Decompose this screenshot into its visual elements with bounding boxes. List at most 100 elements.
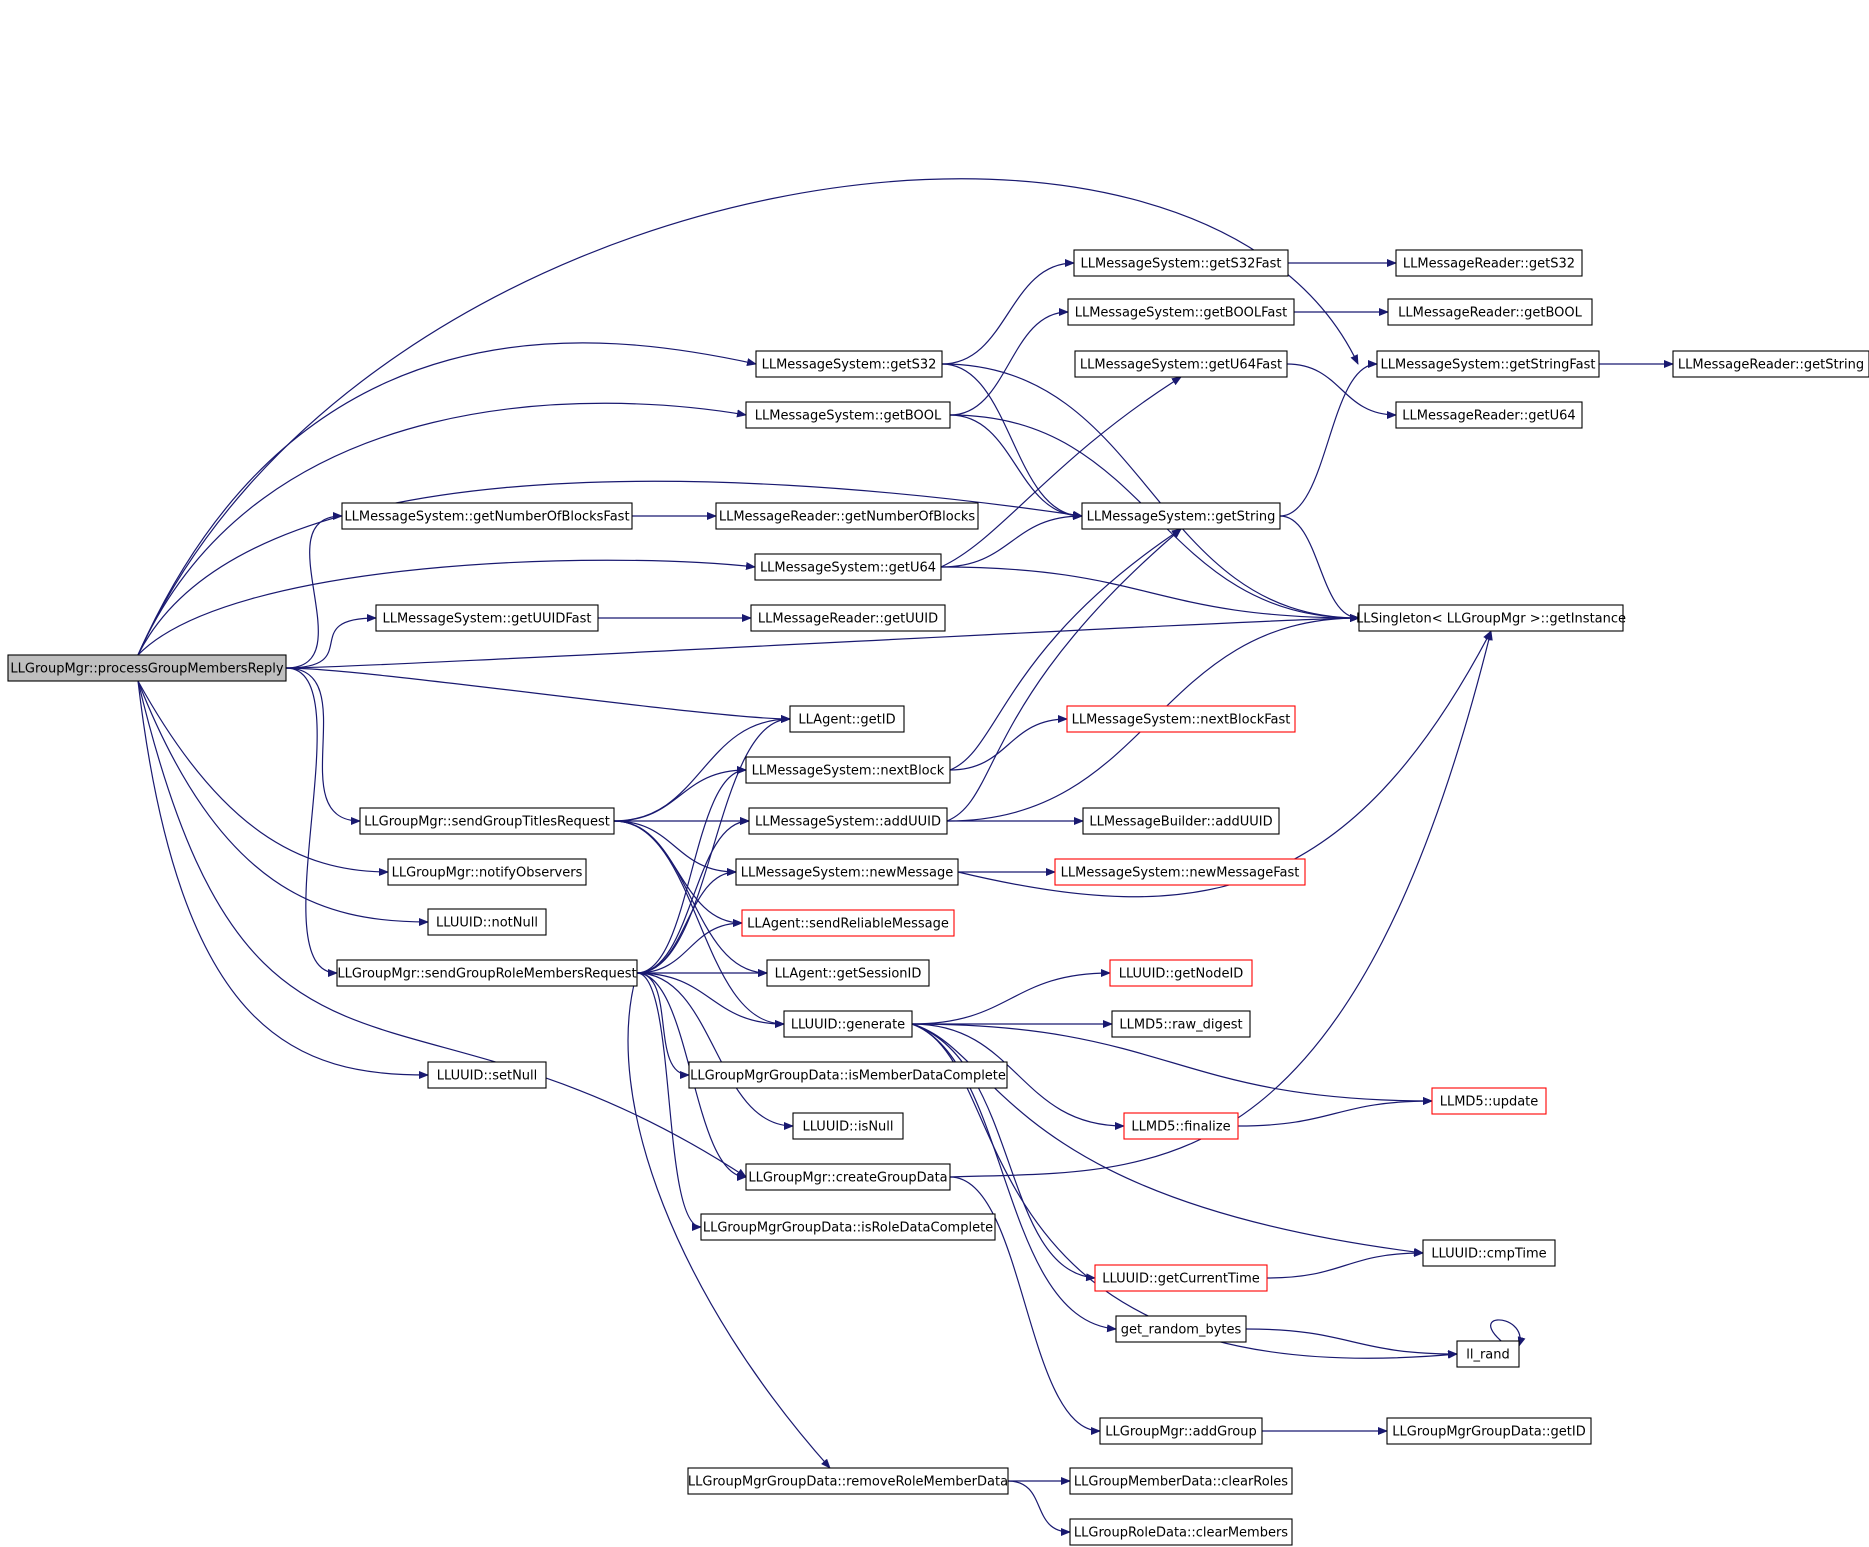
edge-sendGroupRoleMembersRequest-to-nextBlock bbox=[636, 766, 747, 974]
node-getStringFast[interactable]: LLMessageSystem::getStringFast bbox=[1376, 350, 1600, 378]
node-box bbox=[1094, 1264, 1268, 1292]
node-addGroup[interactable]: LLGroupMgr::addGroup bbox=[1099, 1417, 1263, 1445]
node-box bbox=[741, 909, 955, 937]
node-label: LLGroupMgrGroupData::getID bbox=[1392, 1425, 1585, 1440]
node-sendReliableMessage[interactable]: LLAgent::sendReliableMessage bbox=[741, 909, 955, 937]
node-label: LLGroupMgr::createGroupData bbox=[748, 1171, 947, 1186]
node-label: LLMessageSystem::getBOOLFast bbox=[1075, 306, 1288, 321]
node-getSessionID[interactable]: LLAgent::getSessionID bbox=[766, 959, 930, 987]
node-newMessage[interactable]: LLMessageSystem::newMessage bbox=[735, 858, 959, 886]
node-clearMembers[interactable]: LLGroupRoleData::clearMembers bbox=[1069, 1518, 1293, 1546]
node-nextBlock[interactable]: LLMessageSystem::nextBlock bbox=[745, 756, 951, 784]
node-isNull[interactable]: LLUUID::isNull bbox=[792, 1112, 904, 1140]
node-box bbox=[1074, 350, 1288, 378]
node-getString[interactable]: LLMessageSystem::getString bbox=[1081, 502, 1281, 530]
node-getNodeID[interactable]: LLUUID::getNodeID bbox=[1109, 959, 1253, 987]
node-getCurrentTime[interactable]: LLUUID::getCurrentTime bbox=[1094, 1264, 1268, 1292]
node-box bbox=[1069, 1467, 1293, 1495]
node-label: LLMessageReader::getU64 bbox=[1402, 409, 1575, 424]
node-notifyObservers[interactable]: LLGroupMgr::notifyObservers bbox=[387, 858, 587, 886]
node-box bbox=[1395, 249, 1583, 277]
node-createGroupData[interactable]: LLGroupMgr::createGroupData bbox=[745, 1163, 951, 1191]
edge-root-to-agentGetID bbox=[285, 667, 791, 723]
node-box bbox=[754, 553, 942, 581]
node-getU64[interactable]: LLMessageSystem::getU64 bbox=[754, 553, 942, 581]
node-sendGroupRoleMembersRequest[interactable]: LLGroupMgr::sendGroupRoleMembersRequest bbox=[336, 959, 638, 987]
node-setNull[interactable]: LLUUID::setNull bbox=[427, 1061, 547, 1089]
node-label: LLMessageSystem::getU64 bbox=[760, 561, 936, 576]
edge-generate-to-getCurrentTime bbox=[911, 1023, 1096, 1282]
node-getRandomBytes[interactable]: get_random_bytes bbox=[1115, 1315, 1247, 1343]
edge-sendGroupRoleMembersRequest-to-isNull bbox=[636, 972, 794, 1130]
node-getU64Fast[interactable]: LLMessageSystem::getU64Fast bbox=[1074, 350, 1288, 378]
edge-sendGroupTitlesRequest-to-nextBlock bbox=[613, 766, 747, 822]
node-readerGetString[interactable]: LLMessageReader::getString bbox=[1672, 350, 1869, 378]
node-notNull[interactable]: LLUUID::notNull bbox=[427, 908, 547, 936]
edge-generate-to-getNodeID bbox=[911, 969, 1111, 1025]
edge-root-to-getString bbox=[137, 480, 1083, 656]
node-newMessageFast[interactable]: LLMessageSystem::newMessageFast bbox=[1054, 858, 1306, 886]
node-agentGetID[interactable]: LLAgent::getID bbox=[789, 705, 905, 733]
node-getUUIDFast[interactable]: LLMessageSystem::getUUIDFast bbox=[375, 604, 599, 632]
edge-sendGroupRoleMembersRequest-to-newMessage bbox=[636, 868, 737, 974]
node-readerGetNumberOfBlocks[interactable]: LLMessageReader::getNumberOfBlocks bbox=[715, 502, 979, 530]
node-getS32[interactable]: LLMessageSystem::getS32 bbox=[755, 350, 943, 378]
node-box bbox=[1395, 401, 1583, 429]
node-root[interactable]: LLGroupMgr::processGroupMembersReply bbox=[7, 654, 287, 682]
node-label: LLMessageSystem::getU64Fast bbox=[1080, 358, 1282, 373]
node-addUUID[interactable]: LLMessageSystem::addUUID bbox=[748, 807, 948, 835]
node-label: LLGroupMgrGroupData::isRoleDataComplete bbox=[703, 1221, 993, 1236]
node-readerGetU64[interactable]: LLMessageReader::getU64 bbox=[1395, 401, 1583, 429]
node-box bbox=[745, 401, 951, 429]
node-clearRoles[interactable]: LLGroupMemberData::clearRoles bbox=[1069, 1467, 1293, 1495]
node-box bbox=[359, 807, 615, 835]
node-label: LLMessageSystem::newMessage bbox=[741, 866, 954, 881]
node-sendGroupTitlesRequest[interactable]: LLGroupMgr::sendGroupTitlesRequest bbox=[359, 807, 615, 835]
node-finalize[interactable]: LLMD5::finalize bbox=[1123, 1112, 1239, 1140]
node-label: LLGroupMgr::processGroupMembersReply bbox=[10, 662, 283, 677]
edge-generate-to-llRand bbox=[911, 1023, 1458, 1359]
node-box bbox=[1387, 298, 1593, 326]
node-builderAddUUID[interactable]: LLMessageBuilder::addUUID bbox=[1082, 807, 1280, 835]
node-box bbox=[1081, 502, 1281, 530]
node-rawDigest[interactable]: LLMD5::raw_digest bbox=[1111, 1010, 1251, 1038]
node-box bbox=[1073, 249, 1289, 277]
node-label: LLAgent::getID bbox=[798, 713, 895, 728]
edge-getString-to-getStringFast bbox=[1279, 360, 1378, 517]
edge-sendGroupTitlesRequest-to-generate bbox=[613, 820, 785, 1028]
node-isRoleDataComplete[interactable]: LLGroupMgrGroupData::isRoleDataComplete bbox=[700, 1213, 996, 1241]
node-groupDataGetID[interactable]: LLGroupMgrGroupData::getID bbox=[1386, 1417, 1592, 1445]
node-label: LLMessageSystem::getStringFast bbox=[1381, 358, 1596, 373]
node-box bbox=[748, 807, 948, 835]
node-removeRoleMemberData[interactable]: LLGroupMgrGroupData::removeRoleMemberDat… bbox=[687, 1467, 1009, 1495]
edge-llRand-to-llRand bbox=[1490, 1319, 1526, 1355]
node-isMemberDataComplete[interactable]: LLGroupMgrGroupData::isMemberDataComplet… bbox=[688, 1061, 1008, 1089]
edge-nextBlock-to-getString bbox=[949, 528, 1182, 771]
node-label: LLMessageReader::getNumberOfBlocks bbox=[719, 510, 976, 525]
node-box bbox=[1422, 1239, 1556, 1267]
edge-sendGroupRoleMembersRequest-to-addUUID bbox=[636, 817, 750, 974]
node-cmpTime[interactable]: LLUUID::cmpTime bbox=[1422, 1239, 1556, 1267]
node-getS32Fast[interactable]: LLMessageSystem::getS32Fast bbox=[1073, 249, 1289, 277]
node-getNumberOfBlocksFast[interactable]: LLMessageSystem::getNumberOfBlocksFast bbox=[341, 502, 633, 530]
node-getInstance[interactable]: LLSingleton< LLGroupMgr >::getInstance bbox=[1356, 604, 1626, 632]
node-readerGetBOOL[interactable]: LLMessageReader::getBOOL bbox=[1387, 298, 1593, 326]
node-getBOOLFast[interactable]: LLMessageSystem::getBOOLFast bbox=[1067, 298, 1295, 326]
node-nextBlockFast[interactable]: LLMessageSystem::nextBlockFast bbox=[1066, 705, 1296, 733]
node-llRand[interactable]: ll_rand bbox=[1456, 1340, 1520, 1368]
edge-sendGroupTitlesRequest-to-newMessage bbox=[613, 820, 737, 876]
node-label: LLGroupMgr::sendGroupRoleMembersRequest bbox=[337, 967, 636, 982]
edge-getBOOL-to-getString bbox=[949, 414, 1083, 520]
node-label: LLMD5::finalize bbox=[1131, 1120, 1230, 1135]
node-box bbox=[745, 1163, 951, 1191]
node-md5Update[interactable]: LLMD5::update bbox=[1431, 1087, 1547, 1115]
edge-root-to-createGroupData bbox=[137, 680, 747, 1178]
node-label: LLMessageSystem::nextBlock bbox=[752, 764, 945, 779]
node-box bbox=[341, 502, 633, 530]
node-readerGetUUID[interactable]: LLMessageReader::getUUID bbox=[750, 604, 946, 632]
node-readerGetS32[interactable]: LLMessageReader::getS32 bbox=[1395, 249, 1583, 277]
node-box bbox=[755, 350, 943, 378]
node-box bbox=[1358, 604, 1624, 632]
node-getBOOL[interactable]: LLMessageSystem::getBOOL bbox=[745, 401, 951, 429]
node-generate[interactable]: LLUUID::generate bbox=[783, 1010, 913, 1038]
